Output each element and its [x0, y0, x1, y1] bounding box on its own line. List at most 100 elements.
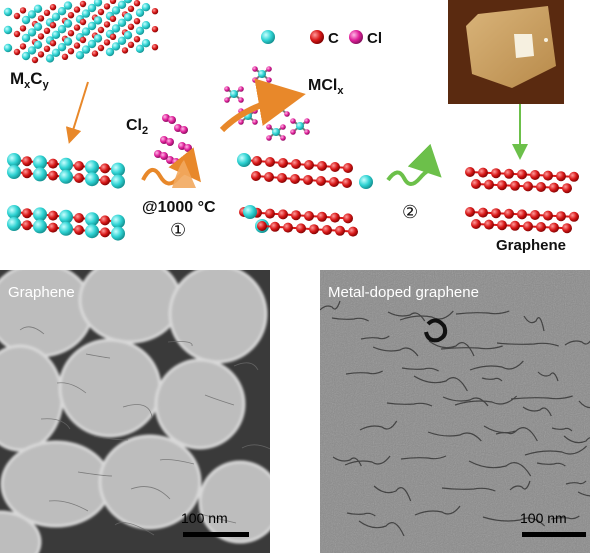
crystal-atom [133, 0, 141, 7]
carbon-atom [497, 180, 507, 191]
graphene-wrinkle [159, 459, 195, 465]
tem-metal-doped-scale-text: 100 nm [520, 510, 567, 526]
carbon-atom [530, 210, 540, 220]
precursor-label: MxCy [10, 69, 50, 91]
crystal-atom [67, 30, 75, 37]
crystal-atom [45, 54, 55, 63]
carbon-atom [549, 222, 559, 233]
flake-edge [551, 427, 573, 432]
crystal-atom [127, 23, 135, 30]
metal-atom [272, 128, 280, 136]
flake-edge [523, 315, 545, 332]
carbon-atom [251, 171, 261, 181]
flake-edge [537, 371, 559, 382]
chlorine-atom [184, 144, 192, 152]
carbon-atom [48, 158, 58, 169]
crystal-atom [141, 39, 151, 48]
flake-edge [372, 346, 419, 357]
flake-edge [565, 480, 587, 485]
crystal-atom [3, 7, 13, 17]
carbon-atom [484, 219, 494, 230]
metal-atom [111, 214, 125, 229]
crystal-atom [91, 50, 99, 57]
flake-edge [578, 400, 590, 409]
carbon-atom [465, 207, 475, 217]
crystal-atom [43, 9, 51, 16]
chlorine-atom [290, 118, 296, 124]
chlorine-atom [238, 86, 244, 92]
carbon-atom [569, 171, 579, 182]
carbon-atom [74, 213, 84, 223]
carbon-atom [278, 158, 288, 168]
chlorine-atom [266, 124, 272, 130]
carbon-atom [543, 210, 553, 221]
crystal-atom [37, 51, 45, 58]
step-2-label: ② [402, 202, 418, 223]
graphene-wrinkle [93, 435, 129, 441]
carbon-atom [74, 173, 84, 183]
metal-atom [359, 175, 373, 189]
graphene-wrinkle [241, 444, 270, 450]
chlorine-atom [224, 86, 230, 92]
crystal-atom [19, 7, 27, 14]
carbon-atom [569, 211, 579, 222]
metal-atom [7, 165, 21, 179]
metal-atom [59, 169, 73, 184]
carbon-atom [348, 226, 358, 237]
crystal-atom [79, 0, 87, 8]
crystal-atom [117, 0, 127, 9]
metal-atom [33, 207, 47, 222]
flake-edge [455, 310, 510, 315]
metal-atom [230, 90, 238, 98]
crystal-atom [63, 1, 73, 10]
crystal-atom [37, 15, 45, 22]
crystal-atom [135, 26, 145, 35]
chlorine-atom [238, 97, 244, 103]
tem-graphene-scale-text: 100 nm [181, 510, 228, 526]
carbon-atom [257, 221, 267, 231]
graphene-wrinkle [85, 353, 111, 359]
flake-edge [386, 402, 433, 407]
crystal-atom [123, 31, 133, 40]
crystal-atom [87, 39, 97, 49]
crystal-atom [109, 15, 117, 22]
crystal-atom [13, 12, 21, 20]
carbon-atom [517, 169, 527, 180]
metal-atom [33, 167, 47, 182]
flake-edge [413, 375, 468, 392]
crystal-atom [109, 0, 117, 4]
flake-edge [454, 395, 518, 406]
crystal-atom [73, 6, 81, 13]
carbon-atom [329, 177, 339, 187]
carbon-atom [278, 209, 288, 220]
crystal-atom [103, 21, 111, 28]
flake-edge [401, 367, 439, 372]
crystal-atom [93, 34, 103, 43]
carbon-atom [317, 161, 327, 171]
flake-edge [563, 435, 590, 444]
byproduct-arrow [219, 78, 306, 133]
metal-atom [7, 205, 21, 219]
carbon-atom [510, 220, 520, 231]
chlorine-atom [266, 135, 272, 141]
metal-atom [85, 212, 99, 227]
metal-atom [59, 157, 73, 172]
flake-edge [373, 485, 412, 502]
carbon-atom [343, 213, 353, 224]
metal-atom [243, 205, 257, 219]
crystal-atom [97, 8, 105, 16]
atom-legend: C Cl [261, 30, 382, 47]
carbon-atom [304, 211, 314, 221]
precursor-crystal [3, 0, 159, 64]
crystal-atom [67, 48, 75, 55]
graphene-wrinkle [233, 362, 259, 371]
flake-edge [428, 340, 475, 357]
crystal-atom [81, 45, 91, 54]
graphene-layers [465, 167, 579, 234]
carbon-atom [510, 180, 520, 191]
crystal-atom [109, 33, 117, 40]
precursor-sub-y: y [43, 79, 50, 91]
legend-carbon-atom [310, 30, 324, 44]
carbon-atom [22, 168, 32, 179]
metal-atom [276, 104, 284, 112]
